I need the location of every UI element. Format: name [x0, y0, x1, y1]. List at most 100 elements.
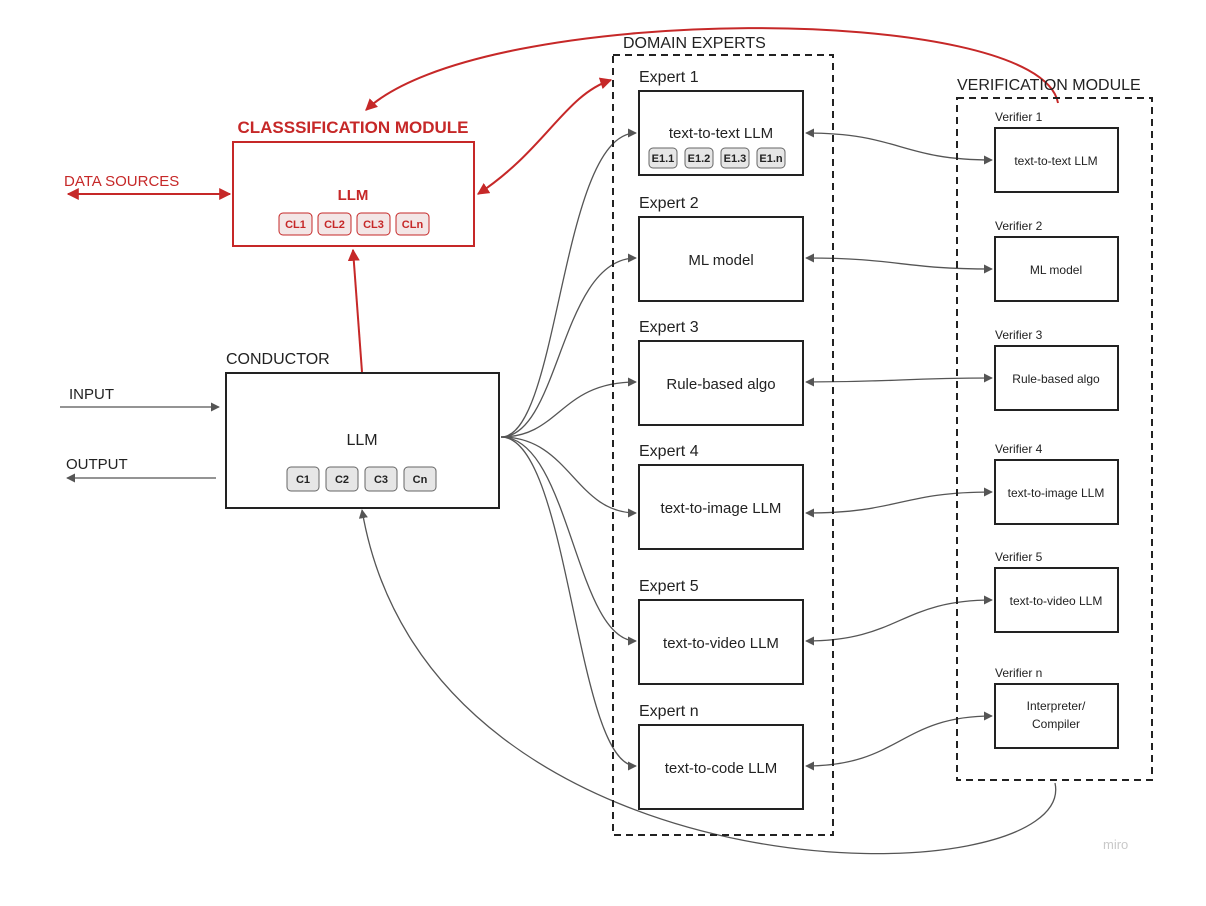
conductor-to-classification-connector	[347, 248, 363, 373]
verifier-3: Verifier 3 Rule-based algo	[994, 328, 1119, 411]
verifier-4: Verifier 4 text-to-image LLM	[994, 442, 1119, 525]
expert-4: Expert 4 text-to-image LLM	[638, 443, 804, 550]
conductor-llm-label: LLM	[346, 432, 377, 449]
conductor-box	[225, 372, 500, 509]
conductor-to-expert-5-connector	[500, 436, 637, 646]
conductor-to-expert-6-connector	[500, 436, 637, 771]
expert-label: text-to-video LLM	[663, 635, 779, 652]
verifier-title: Verifier 2	[995, 219, 1043, 233]
domain-experts-title: DOMAIN EXPERTS	[623, 35, 766, 52]
verifier-5: Verifier 5 text-to-video LLM	[994, 550, 1119, 633]
chip-label: E1.n	[759, 153, 783, 165]
chip-label: E1.3	[724, 153, 747, 165]
verifiers-list: Verifier 1 text-to-text LLM Verifier 2ML m…	[994, 110, 1119, 749]
expert-box	[638, 599, 804, 685]
classification-experts-connector	[476, 77, 613, 195]
expert-6-verifier-connector	[805, 711, 993, 771]
conductor-chip-3: C3	[364, 466, 398, 492]
verifier-label-line: Compiler	[1032, 717, 1080, 731]
expert-title: Expert 3	[639, 319, 699, 336]
expert-label: text-to-code LLM	[665, 760, 778, 777]
output-label: OUTPUT	[66, 456, 128, 473]
expert-box	[638, 216, 804, 302]
conductor-chip-1: C1	[286, 466, 320, 492]
expert-3: Expert 3 Rule-based algo	[638, 319, 804, 426]
expert-4-verifier-connector	[805, 487, 993, 518]
verifier-box	[994, 236, 1119, 302]
verifier-box	[994, 127, 1119, 193]
expert-label: ML model	[688, 252, 753, 269]
verifier-title: Verifier 3	[995, 328, 1043, 342]
verifier-label: text-to-video LLM	[1010, 594, 1103, 608]
expert-title: Expert 1	[639, 69, 699, 86]
chip-label: C3	[374, 474, 388, 486]
expert-label: text-to-image LLM	[661, 500, 782, 517]
classification-chip-3: CL3	[356, 212, 391, 236]
chip-label: CLn	[402, 219, 424, 231]
chip-label: CL3	[363, 219, 384, 231]
expert-box	[638, 724, 804, 810]
chip-label: CL1	[285, 219, 306, 231]
classification-chip-2: CL2	[317, 212, 352, 236]
verifier-box	[994, 683, 1119, 749]
expert-chip-2: E1.2	[684, 147, 714, 169]
verifier-2: Verifier 2ML model	[994, 219, 1119, 302]
classification-chip-4: CLn	[395, 212, 430, 236]
expert-title: Expert 4	[639, 443, 699, 460]
expert-1-verifier-connector	[805, 128, 993, 165]
connectors	[60, 27, 1059, 855]
miro-watermark: miro	[1103, 837, 1128, 852]
domain-experts-container	[612, 54, 834, 836]
verifier-label: Rule-based algo	[1012, 372, 1100, 386]
verifier-box	[994, 459, 1119, 525]
classification-module-title: CLASSSIFICATION MODULE	[237, 118, 468, 137]
expert-6: Expert n text-to-code LLM	[638, 703, 804, 810]
conductor-chip-2: C2	[325, 466, 359, 492]
chip-label: E1.2	[688, 153, 711, 165]
verifier-title: Verifier 5	[995, 550, 1043, 564]
expert-box	[638, 464, 804, 550]
expert-title: Expert 2	[639, 195, 699, 212]
expert-label: Rule-based algo	[666, 376, 775, 393]
conductor-to-expert-1-connector	[500, 128, 637, 438]
verifier-box	[994, 345, 1119, 411]
verifier-title: Verifier 1	[995, 110, 1043, 124]
chip-label: E1.1	[652, 153, 675, 165]
chip-label: C1	[296, 474, 310, 486]
experts-list: Expert 1 text-to-text LLM E1.1 E1.2 E1.3 E1.n…	[638, 69, 804, 810]
conductor-to-expert-4-connector	[500, 436, 637, 518]
verification-module-title: VERIFICATION MODULE	[957, 77, 1141, 94]
conductor-title: CONDUCTOR	[226, 351, 330, 368]
input-label: INPUT	[69, 386, 114, 403]
expert-5-verifier-connector	[805, 595, 993, 646]
expert-box	[638, 340, 804, 426]
chip-label: CL2	[324, 219, 345, 231]
data-sources-label: DATA SOURCES	[64, 173, 179, 190]
expert-chip-4: E1.n	[756, 147, 786, 169]
verifier-label: text-to-image LLM	[1008, 486, 1105, 500]
classification-llm-label: LLM	[338, 187, 369, 204]
expert-chip-1: E1.1	[648, 147, 678, 169]
chip-label: Cn	[413, 474, 428, 486]
verifier-1: Verifier 1 text-to-text LLM	[994, 110, 1119, 193]
expert-2-verifier-connector	[805, 253, 993, 274]
chip-label: C2	[335, 474, 349, 486]
expert-1: Expert 1 text-to-text LLM E1.1 E1.2 E1.3 E1.n	[638, 69, 804, 176]
conductor-chips: C1 C2 C3 Cn	[286, 466, 437, 492]
verification-to-conductor-connector	[358, 509, 1057, 855]
verifier-title: Verifier n	[995, 666, 1042, 680]
verifier-label: text-to-text LLM	[1014, 154, 1097, 168]
conductor-to-expert-2-connector	[500, 253, 637, 438]
expert-label: text-to-text LLM	[669, 125, 773, 142]
verifier-box	[994, 567, 1119, 633]
verification-to-classification-connector	[365, 27, 1059, 111]
expert-title: Expert n	[639, 703, 699, 720]
classification-chip-1: CL1	[278, 212, 313, 236]
verifier-title: Verifier 4	[995, 442, 1043, 456]
verifier-label-line: Interpreter/	[1027, 699, 1086, 713]
conductor-chip-4: Cn	[403, 466, 437, 492]
expert-3-verifier-connector	[805, 373, 993, 387]
